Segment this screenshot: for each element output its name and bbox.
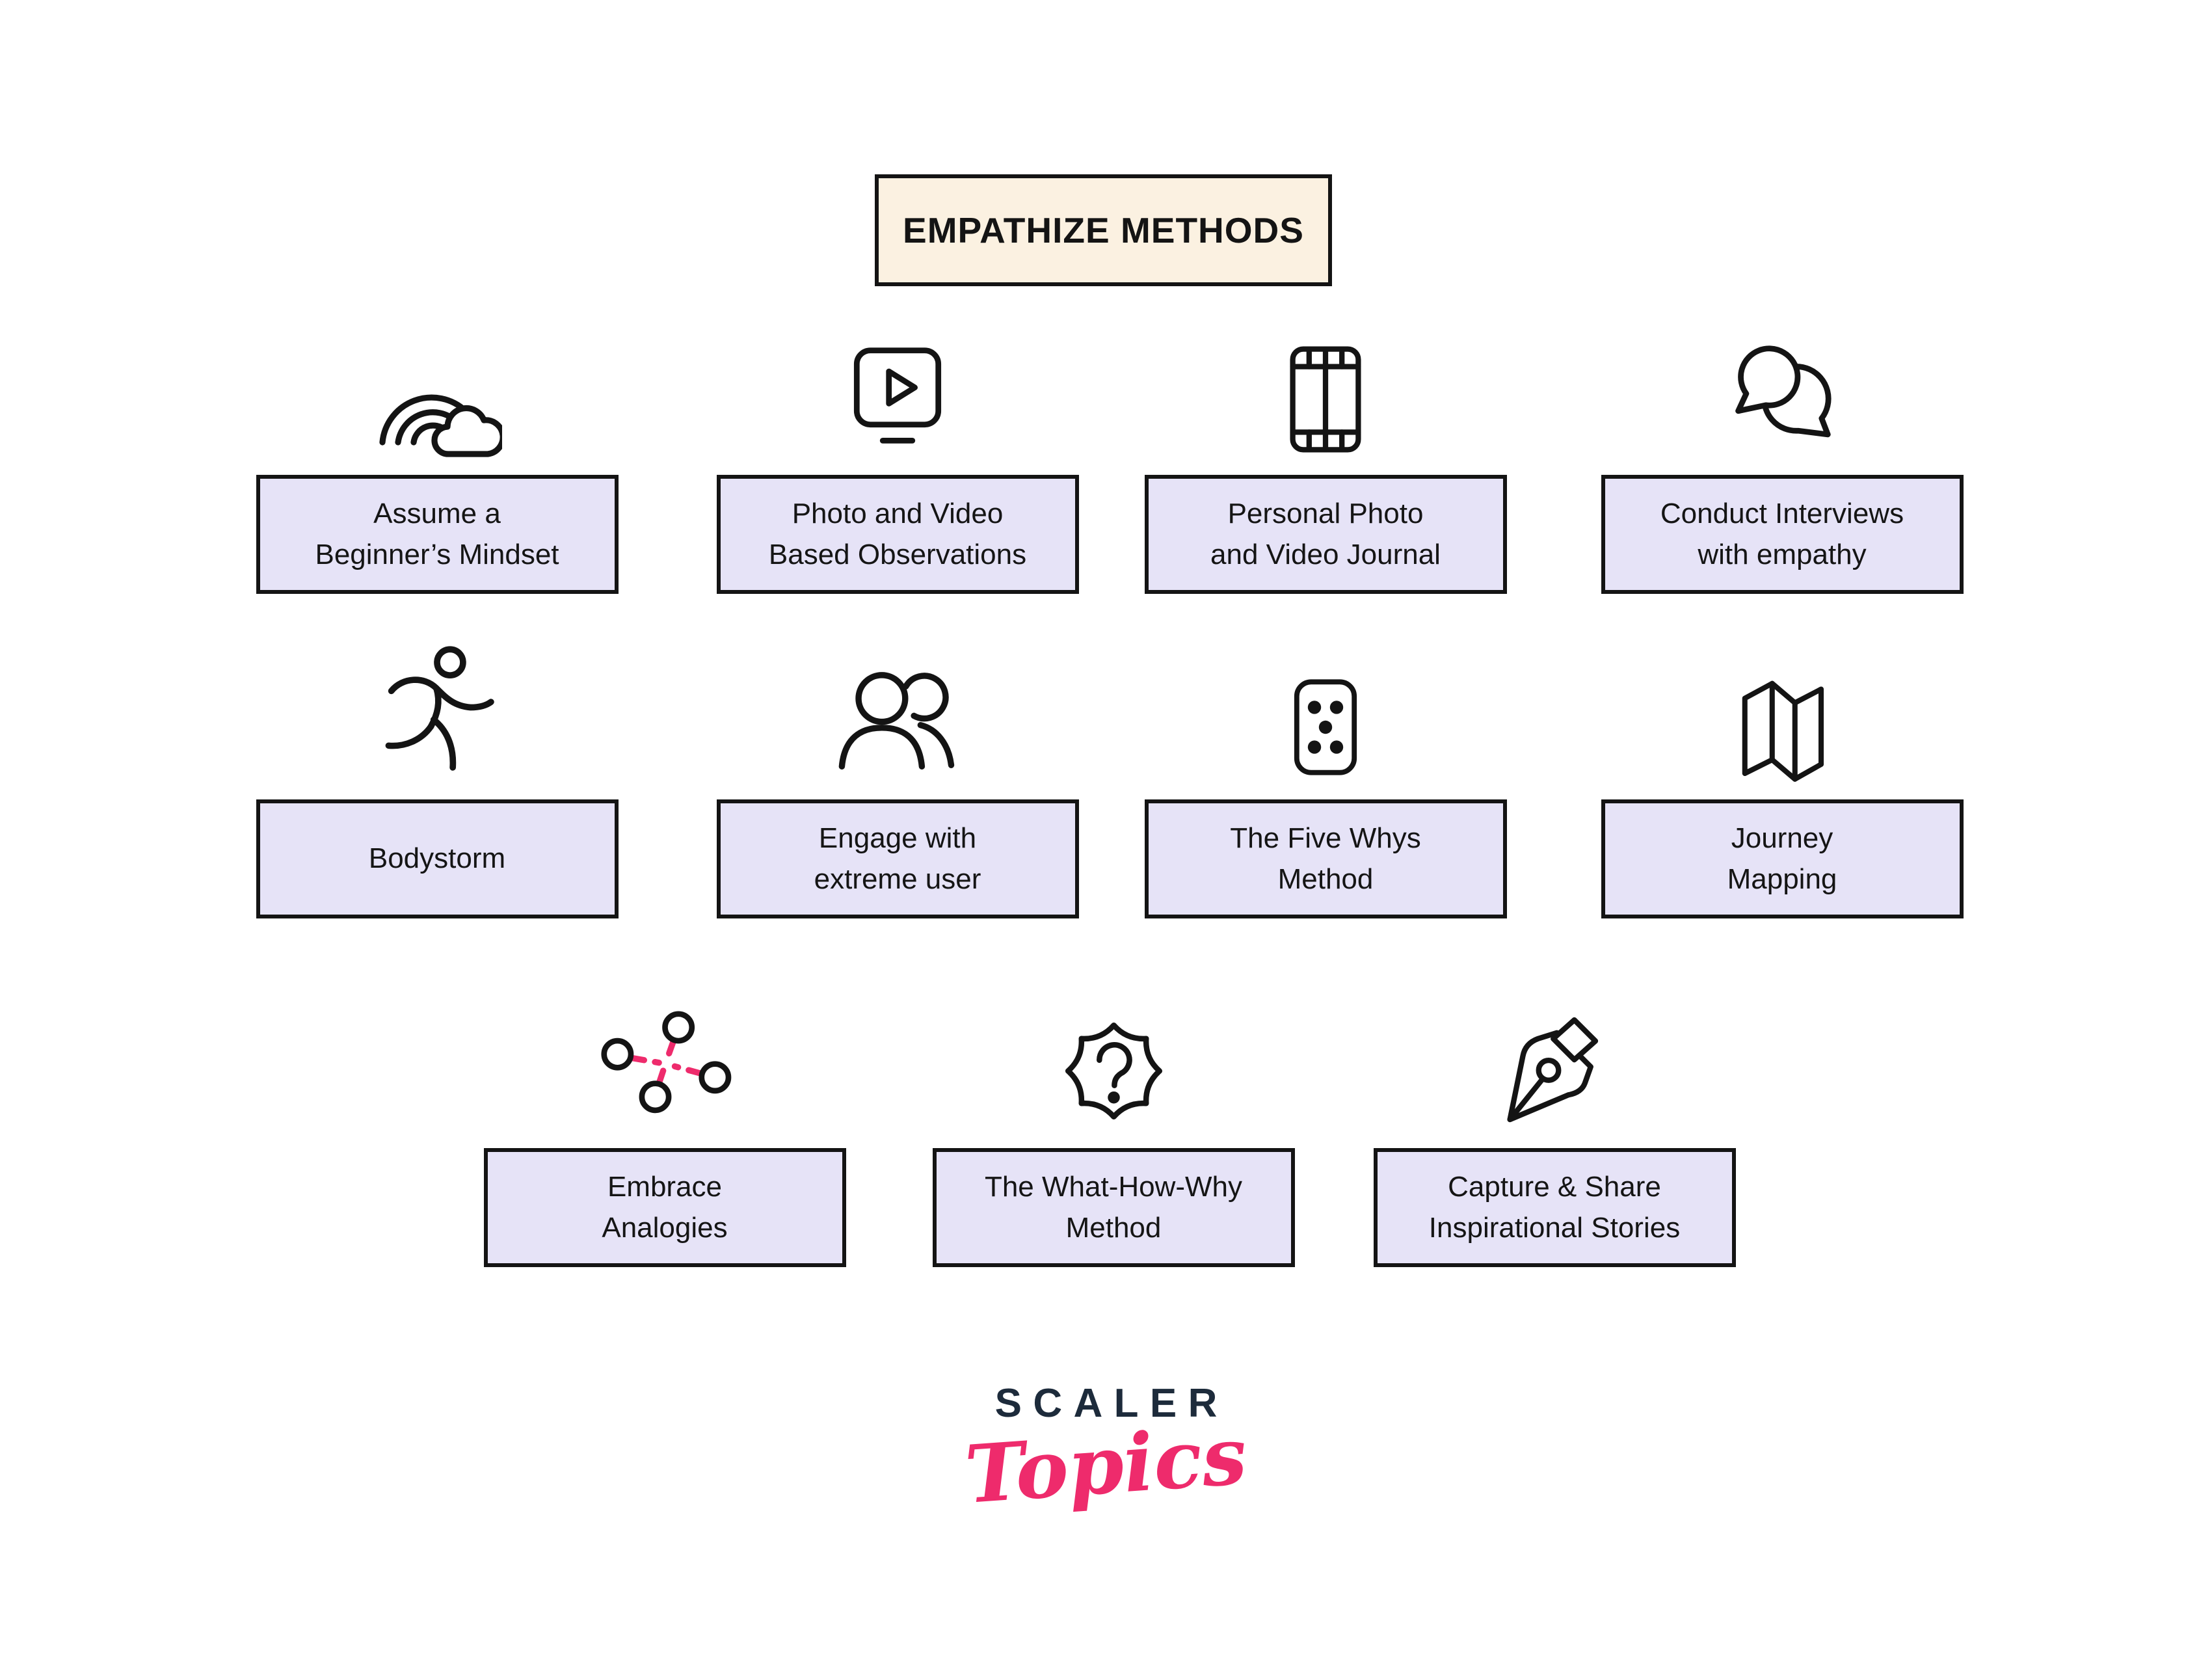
dice-five-icon bbox=[1143, 634, 1508, 799]
network-nodes-icon bbox=[483, 1002, 847, 1148]
method-label-line2: Beginner’s Mindset bbox=[315, 538, 559, 570]
method-box: The Five Whys Method bbox=[1144, 799, 1507, 918]
method-box: The What-How-Why Method bbox=[932, 1148, 1295, 1267]
method-box: Journey Mapping bbox=[1601, 799, 1964, 918]
video-player-icon bbox=[715, 325, 1080, 475]
diagram-title-text: EMPATHIZE METHODS bbox=[903, 210, 1304, 250]
film-strip-icon bbox=[1143, 325, 1508, 475]
method-box: Engage with extreme user bbox=[716, 799, 1079, 918]
method-cell-bodystorm: Bodystorm bbox=[255, 634, 619, 918]
method-box: Bodystorm bbox=[256, 799, 619, 918]
method-cell-beginners-mindset: Assume a Beginner’s Mindset bbox=[255, 325, 619, 594]
two-users-icon bbox=[715, 634, 1080, 799]
method-label-line1: Assume a bbox=[373, 498, 501, 530]
method-label-line2: Analogies bbox=[602, 1211, 728, 1244]
method-box: Conduct Interviews with empathy bbox=[1601, 475, 1964, 594]
method-label-line2: and Video Journal bbox=[1210, 538, 1441, 570]
method-label-line1: Personal Photo bbox=[1227, 498, 1424, 530]
method-label-line1: The Five Whys bbox=[1230, 822, 1421, 855]
method-cell-inspirational-stories: Capture & Share Inspirational Stories bbox=[1372, 1002, 1737, 1267]
method-label-line1: Bodystorm bbox=[368, 842, 506, 875]
chat-bubbles-icon bbox=[1600, 325, 1964, 475]
method-cell-extreme-user: Engage with extreme user bbox=[715, 634, 1080, 918]
method-label-line1: Capture & Share bbox=[1448, 1171, 1661, 1203]
method-label-line2: Inspirational Stories bbox=[1428, 1211, 1681, 1244]
method-label-line1: Photo and Video bbox=[792, 498, 1004, 530]
rainbow-cloud-icon bbox=[255, 325, 619, 475]
question-badge-icon bbox=[931, 1002, 1296, 1148]
method-label-line1: Embrace bbox=[607, 1171, 723, 1203]
method-label-line2: Method bbox=[1065, 1211, 1162, 1244]
scaler-topics-logo: SCALER Topics bbox=[0, 1380, 2212, 1521]
method-cell-what-how-why: The What-How-Why Method bbox=[931, 1002, 1296, 1267]
method-label-line1: Engage with bbox=[818, 822, 977, 855]
method-label-line2: Method bbox=[1277, 863, 1374, 895]
running-person-icon bbox=[255, 634, 619, 799]
method-label-line2: Mapping bbox=[1727, 863, 1837, 895]
method-label-line1: The What-How-Why bbox=[984, 1171, 1243, 1203]
pen-nib-icon bbox=[1372, 1002, 1737, 1148]
folded-map-icon bbox=[1600, 634, 1964, 799]
method-box: Personal Photo and Video Journal bbox=[1144, 475, 1507, 594]
method-cell-journey-mapping: Journey Mapping bbox=[1600, 634, 1964, 918]
method-cell-five-whys: The Five Whys Method bbox=[1143, 634, 1508, 918]
method-cell-conduct-interviews: Conduct Interviews with empathy bbox=[1600, 325, 1964, 594]
method-label-line1: Conduct Interviews bbox=[1660, 498, 1904, 530]
method-cell-embrace-analogies: Embrace Analogies bbox=[483, 1002, 847, 1267]
method-label-line2: Based Observations bbox=[768, 538, 1027, 570]
method-box: Assume a Beginner’s Mindset bbox=[256, 475, 619, 594]
method-cell-photo-video-journal: Personal Photo and Video Journal bbox=[1143, 325, 1508, 594]
method-cell-photo-video-observations: Photo and Video Based Observations bbox=[715, 325, 1080, 594]
method-box: Capture & Share Inspirational Stories bbox=[1373, 1148, 1736, 1267]
diagram-title: EMPATHIZE METHODS bbox=[875, 174, 1332, 286]
logo-wordmark-scaler: SCALER bbox=[994, 1381, 1229, 1426]
method-label-line2: extreme user bbox=[814, 863, 981, 895]
method-box: Embrace Analogies bbox=[483, 1148, 846, 1267]
method-box: Photo and Video Based Observations bbox=[716, 475, 1079, 594]
method-label-line1: Journey bbox=[1731, 822, 1833, 855]
method-label-line2: with empathy bbox=[1698, 538, 1867, 570]
logo-wordmark-topics: Topics bbox=[962, 1408, 1250, 1521]
